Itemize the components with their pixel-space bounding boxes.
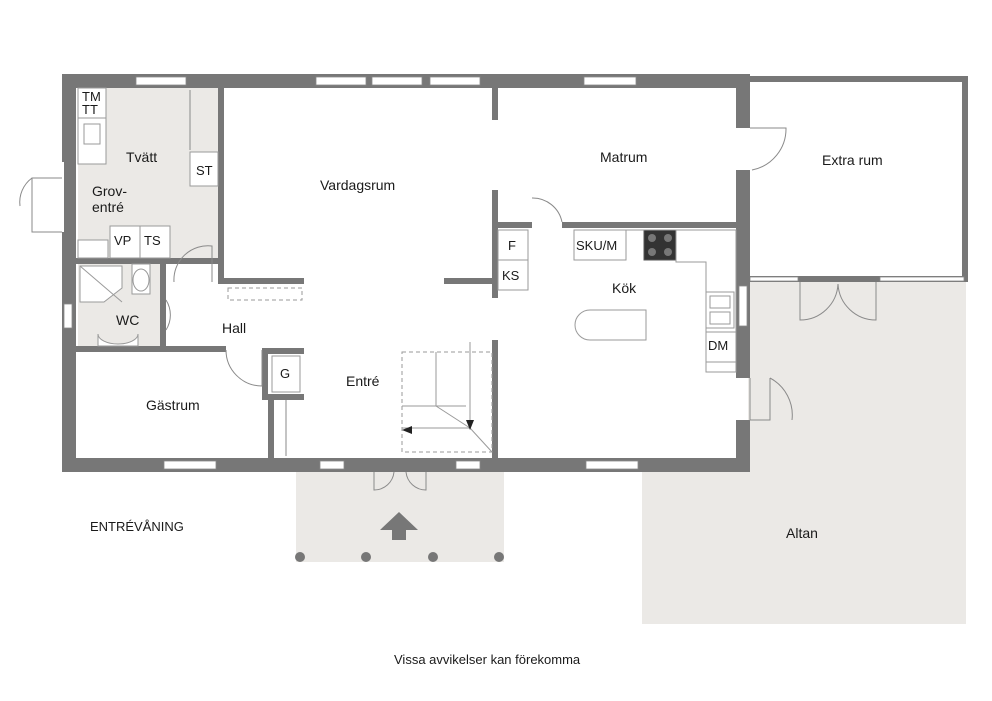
fixture-label-tt: TT xyxy=(82,102,98,117)
room-label-grov-line1: Grov- xyxy=(92,183,127,199)
fixture-label-dm: DM xyxy=(708,338,728,353)
room-label-wc: WC xyxy=(116,312,139,328)
room-label-extra-rum: Extra rum xyxy=(822,152,883,168)
altan-deck xyxy=(642,280,966,624)
floor-name: ENTRÉVÅNING xyxy=(90,519,184,534)
stair-arrow-down-icon xyxy=(466,420,474,430)
room-label-kok: Kök xyxy=(612,280,637,296)
extra-room-outline xyxy=(746,76,968,282)
fixture-label-g: G xyxy=(280,366,290,381)
room-label-entre: Entré xyxy=(346,373,380,389)
fixture-label-vp: VP xyxy=(114,233,131,248)
stair-arrow-left-icon xyxy=(402,426,412,434)
room-label-matrum: Matrum xyxy=(600,149,647,165)
interior-walls xyxy=(76,88,738,460)
room-label-vardagsrum: Vardagsrum xyxy=(320,177,395,193)
room-label-hall: Hall xyxy=(222,320,246,336)
entrance-arrow-icon xyxy=(380,512,418,540)
room-label-altan: Altan xyxy=(786,525,818,541)
fixture-label-ts: TS xyxy=(144,233,161,248)
room-label-grov-line2: entré xyxy=(92,199,124,215)
room-label-gastrum: Gästrum xyxy=(146,397,200,413)
fixture-label-ks: KS xyxy=(502,268,520,283)
room-label-tvatt: Tvätt xyxy=(126,149,157,165)
fixture-label-tm: TM xyxy=(82,89,101,104)
windows xyxy=(63,76,748,470)
doors xyxy=(19,90,877,491)
fixture-label-st: ST xyxy=(196,163,213,178)
fixture-label-f: F xyxy=(508,238,516,253)
fixture-label-sku-m: SKU/M xyxy=(576,238,617,253)
fixtures xyxy=(77,87,737,453)
entrance-porch xyxy=(295,470,504,562)
disclaimer: Vissa avvikelser kan förekomma xyxy=(394,652,581,667)
